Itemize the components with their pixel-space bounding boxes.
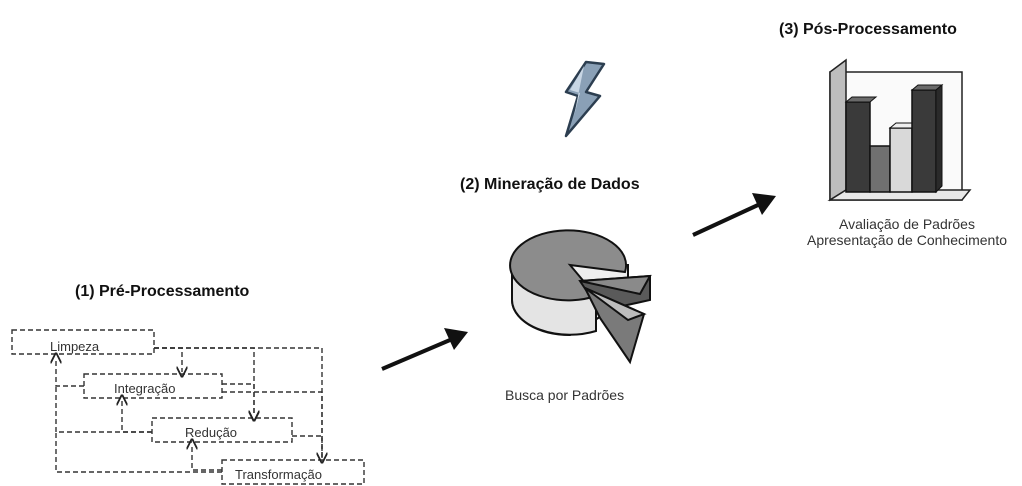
postprocessing-caption: Avaliação de Padrões Apresentação de Con… [782, 216, 1022, 248]
arrow-stage2-to-stage3 [692, 193, 776, 237]
step-transformacao: Transformação [235, 467, 322, 482]
reducao-box [151, 417, 293, 443]
limpeza-box [11, 329, 155, 355]
postprocessing-caption-line-1: Avaliação de Padrões [839, 216, 975, 232]
step-integracao: Integração [114, 381, 176, 396]
step-reducao: Redução [185, 425, 238, 440]
mining-title: (2) Mineração de Dados [460, 176, 640, 193]
postprocessing-caption-line-2: Apresentação de Conhecimento [806, 232, 1008, 248]
mining-caption: Busca por Padrões [505, 387, 625, 403]
arrow-stage1-to-stage2 [381, 328, 468, 371]
preprocessing-title: (1) Pré-Processamento [75, 283, 250, 300]
step-limpeza: Limpeza [50, 339, 100, 354]
postprocessing-title: (3) Pós-Processamento [779, 21, 957, 38]
